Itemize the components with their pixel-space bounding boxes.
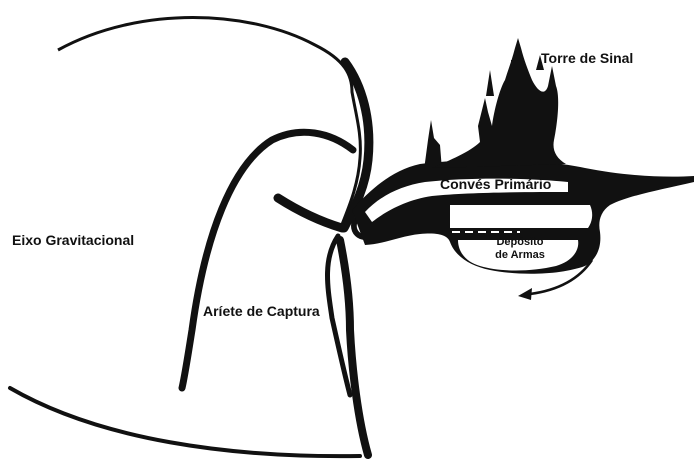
weapons-depot-label-line2: de Armas xyxy=(480,249,560,262)
capture-ram-arm xyxy=(182,132,353,395)
weapons-depot-label-line1: Depósito xyxy=(480,236,560,249)
gravitational-axis-label: Eixo Gravitacional xyxy=(12,233,134,247)
primary-deck-label: Convés Primário xyxy=(440,177,551,191)
weapons-depot-label: Depósito de Armas xyxy=(480,236,560,261)
secondary-deck-label: Convés Secundário xyxy=(460,207,563,218)
capture-ram-label: Aríete de Captura xyxy=(203,304,320,318)
signal-tower-label: Torre de Sinal xyxy=(541,51,633,65)
